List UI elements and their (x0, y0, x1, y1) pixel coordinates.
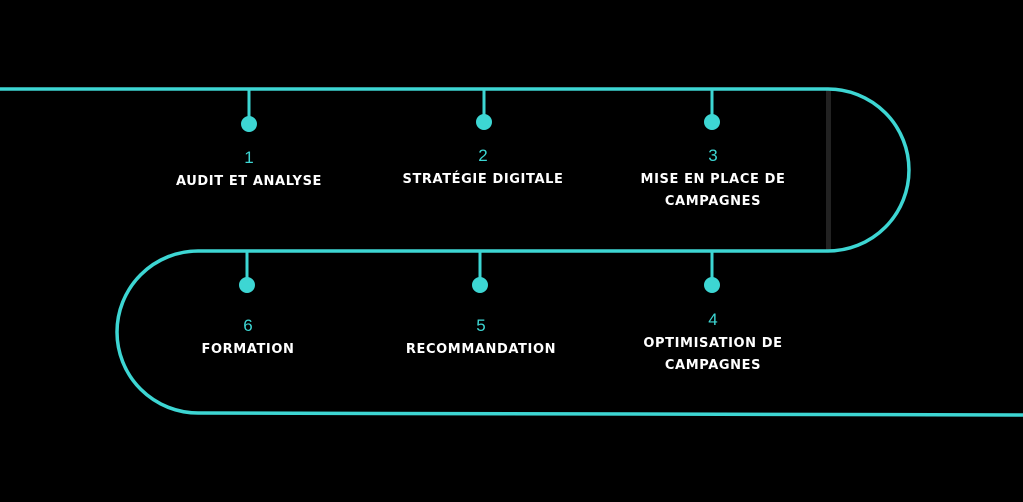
step-number: 1 (244, 148, 254, 167)
step-6-dot (239, 277, 255, 293)
step-4: 4 OPTIMISATION DE CAMPAGNES (633, 310, 793, 377)
step-5: 5 RECOMMANDATION (371, 316, 591, 361)
step-2: 2 STRATÉGIE DIGITALE (373, 146, 593, 191)
step-number: 2 (478, 146, 488, 165)
step-label: STRATÉGIE DIGITALE (402, 172, 564, 187)
step-2-dot (476, 114, 492, 130)
step-number: 4 (708, 310, 718, 329)
divider-bar (826, 89, 831, 251)
step-1-dot (241, 116, 257, 132)
step-number: 3 (708, 146, 718, 165)
step-label: RECOMMANDATION (405, 342, 557, 357)
step-4-dot (704, 277, 720, 293)
step-3: 3 MISE EN PLACE DE CAMPAGNES (633, 146, 793, 213)
timeline-path (0, 87, 1023, 417)
step-1: 1 AUDIT ET ANALYSE (139, 148, 359, 193)
step-6: 6 FORMATION (138, 316, 358, 361)
step-label: FORMATION (201, 342, 295, 357)
step-number: 6 (243, 316, 253, 335)
step-5-dot (472, 277, 488, 293)
step-label: OPTIMISATION DE CAMPAGNES (643, 336, 783, 373)
step-3-dot (704, 114, 720, 130)
step-number: 5 (476, 316, 486, 335)
step-label: MISE EN PLACE DE CAMPAGNES (640, 172, 786, 209)
step-label: AUDIT ET ANALYSE (175, 174, 323, 189)
